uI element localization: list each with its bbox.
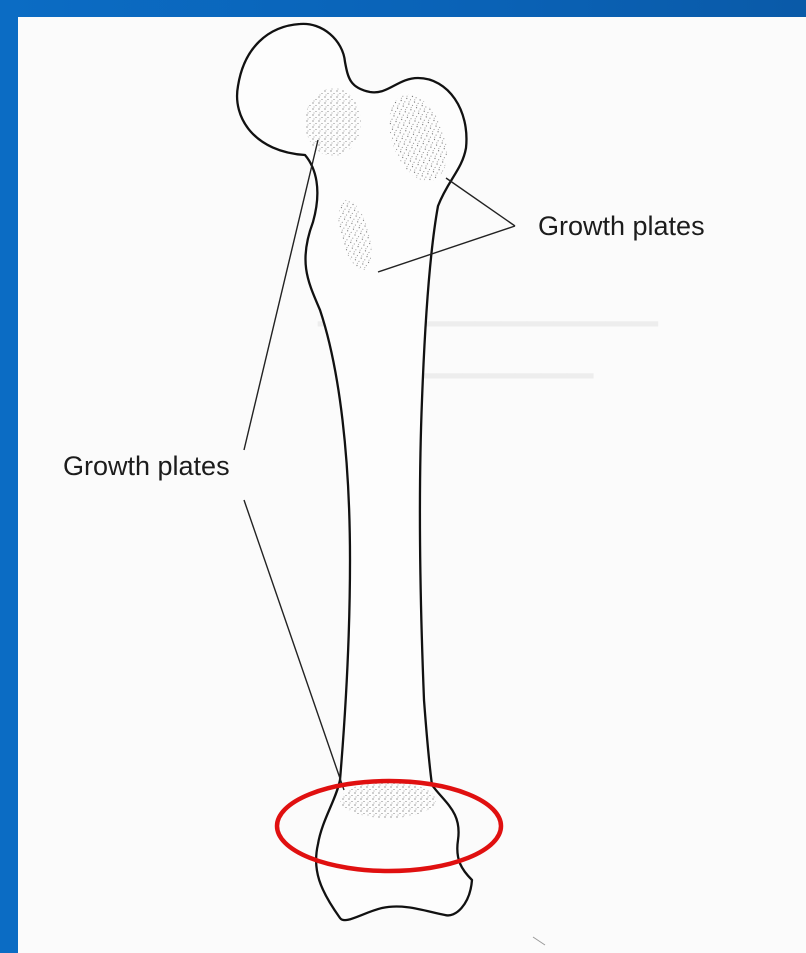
growth-plate-head — [305, 88, 361, 156]
leader-line-upper-a — [446, 178, 515, 226]
slide-page: ▁▁▁▁▁▁▁▁▁▁▁▁▁ ▁▁▁▁▁▁▁▁▁ — [18, 17, 806, 953]
leader-line-left-a — [244, 140, 318, 450]
label-growth-plates-upper: Growth plates — [538, 213, 705, 240]
leader-line-left-b — [244, 500, 344, 790]
growth-plate-distal — [340, 782, 436, 818]
femur-diagram — [18, 17, 806, 953]
scan-mark — [533, 937, 545, 945]
label-growth-plates-left: Growth plates — [63, 453, 230, 480]
